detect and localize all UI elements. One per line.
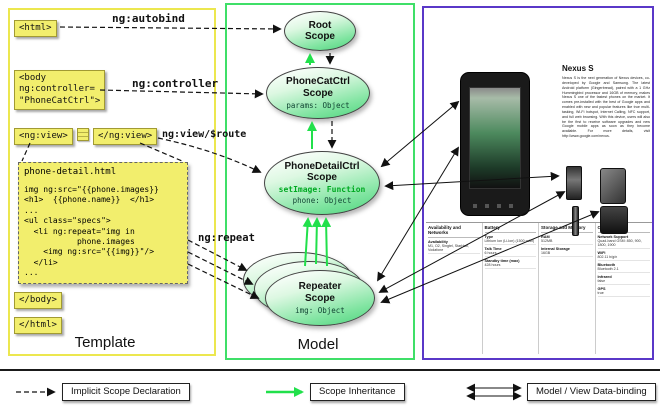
spec-row: GPS true — [597, 287, 650, 297]
spec-row: WiFi 802.11 b/g/n — [597, 251, 650, 261]
spec-header: Storage and Memory — [541, 225, 593, 233]
spec-value: 6 hours — [484, 251, 497, 255]
spec-row: Talk Time 6 hours — [484, 247, 536, 257]
spec-label: Network Support — [597, 235, 629, 239]
html-close-tag: </html> — [14, 317, 62, 335]
html-open-tag: <html> — [14, 20, 57, 38]
spec-value: 802.11 b/g/n — [597, 255, 618, 259]
spec-column-connectivity: Connectivity Network Support Quad-band G… — [596, 223, 653, 354]
spec-value: Bluetooth 2.1 — [597, 267, 619, 271]
ng-view-route-label: ng:view/$route — [162, 129, 247, 140]
code-title: phone-detail.html — [24, 167, 117, 177]
phonecatctrl-scope: PhoneCatCtrl Scope params: Object — [266, 67, 370, 119]
spec-column-storage: Storage and Memory RAM 512MB Internal St… — [539, 223, 596, 354]
nexus-phone-image — [460, 72, 530, 216]
spec-row: Standby time (max) 428 hours — [484, 259, 536, 269]
ngview-open-tag: <ng:view> — [14, 128, 73, 146]
spec-header: Battery — [484, 225, 536, 233]
spec-value: false — [597, 279, 606, 283]
phone-buttons — [473, 204, 519, 208]
root-scope-title: Root Scope — [304, 19, 335, 42]
root-scope: Root Scope — [284, 11, 356, 51]
phonedetailctrl-scope-phone: phone: Object — [292, 196, 352, 206]
spec-row: Bluetooth Bluetooth 2.1 — [597, 263, 650, 273]
spec-value: Lithium Ion (Li-Ion) (1500 mAh) — [484, 239, 535, 243]
ng-autobind-label: ng:autobind — [112, 12, 185, 25]
repeater-scope-title: Repeater Scope — [298, 281, 342, 304]
spec-value: 512MB — [541, 239, 553, 243]
template-column-label: Template — [74, 334, 136, 351]
spec-header: Availability and Networks — [428, 225, 480, 238]
spec-value: M1, O2, Singtel, StarHub, Vodafone — [428, 244, 469, 252]
spec-table: Availability and Networks Availability M… — [426, 222, 652, 354]
phone-thumbnail-side — [572, 206, 579, 236]
spec-label: Bluetooth — [597, 263, 616, 267]
spec-label: GPS — [597, 287, 606, 291]
spec-row: RAM 512MB — [541, 235, 593, 245]
spec-row: Network Support Quad-band GSM: 850, 900,… — [597, 235, 650, 249]
spec-value: true — [597, 291, 604, 295]
body-open-tag: <body ng:controller= "PhoneCatCtrl"> — [14, 70, 106, 110]
phonedetailctrl-scope: PhoneDetailCtrl Scope setImage: Function… — [264, 151, 380, 215]
repeater-scope: Repeater Scope img: Object — [265, 270, 375, 326]
phonecatctrl-scope-props: params: Object — [286, 100, 350, 110]
repeater-scope-img: img: Object — [295, 305, 345, 315]
spec-row: Availability M1, O2, Singtel, StarHub, V… — [428, 240, 480, 254]
spec-column-battery: Battery Type Lithium Ion (Li-Ion) (1500 … — [483, 223, 539, 354]
phone-thumbnail-back — [600, 206, 628, 234]
spec-row: Infrared false — [597, 275, 650, 285]
phonedetailctrl-scope-setimage: setImage: Function — [278, 185, 366, 195]
body-close-tag: </body> — [14, 292, 62, 310]
spec-column-availability: Availability and Networks Availability M… — [426, 223, 483, 354]
phone-detail-code-block: phone-detail.html img ng:src="{{phone.im… — [18, 162, 188, 284]
legend-scope-inheritance: Scope Inheritance — [310, 383, 405, 401]
spec-row: Type Lithium Ion (Li-Ion) (1500 mAh) — [484, 235, 536, 245]
phone-name-heading: Nexus S — [562, 64, 594, 73]
code-body: img ng:src="{{phone.images}} <h1> {{phon… — [24, 185, 159, 278]
phonecatctrl-scope-title: PhoneCatCtrl Scope — [286, 76, 350, 99]
phone-thumbnail-front — [566, 166, 582, 200]
ngview-close-tag: </ng:view> — [93, 128, 158, 146]
model-column-label: Model — [297, 336, 339, 353]
legend-model-view-data-binding: Model / View Data-binding — [527, 383, 656, 401]
spec-value: Quad-band GSM: 850, 900, 1800, 1900 — [597, 239, 642, 247]
phone-thumbnail-angled — [600, 168, 626, 204]
phone-description: Nexus S is the next generation of Nexus … — [562, 76, 650, 139]
legend-divider — [0, 369, 660, 371]
phonedetailctrl-scope-title: PhoneDetailCtrl Scope — [284, 160, 360, 183]
phone-screen — [469, 87, 521, 189]
ng-controller-label: ng:controller — [132, 77, 219, 90]
ng-repeat-label: ng:repeat — [198, 232, 255, 244]
spec-value: 428 hours — [484, 263, 501, 267]
legend-implicit-scope-declaration: Implicit Scope Declaration — [62, 383, 190, 401]
spec-label: WiFi — [597, 251, 606, 255]
spec-label: Infrared — [597, 275, 612, 279]
spec-value: 16GB — [541, 251, 551, 255]
ngview-page-icon — [77, 128, 89, 141]
spec-row: Internal Storage 16GB — [541, 247, 593, 257]
